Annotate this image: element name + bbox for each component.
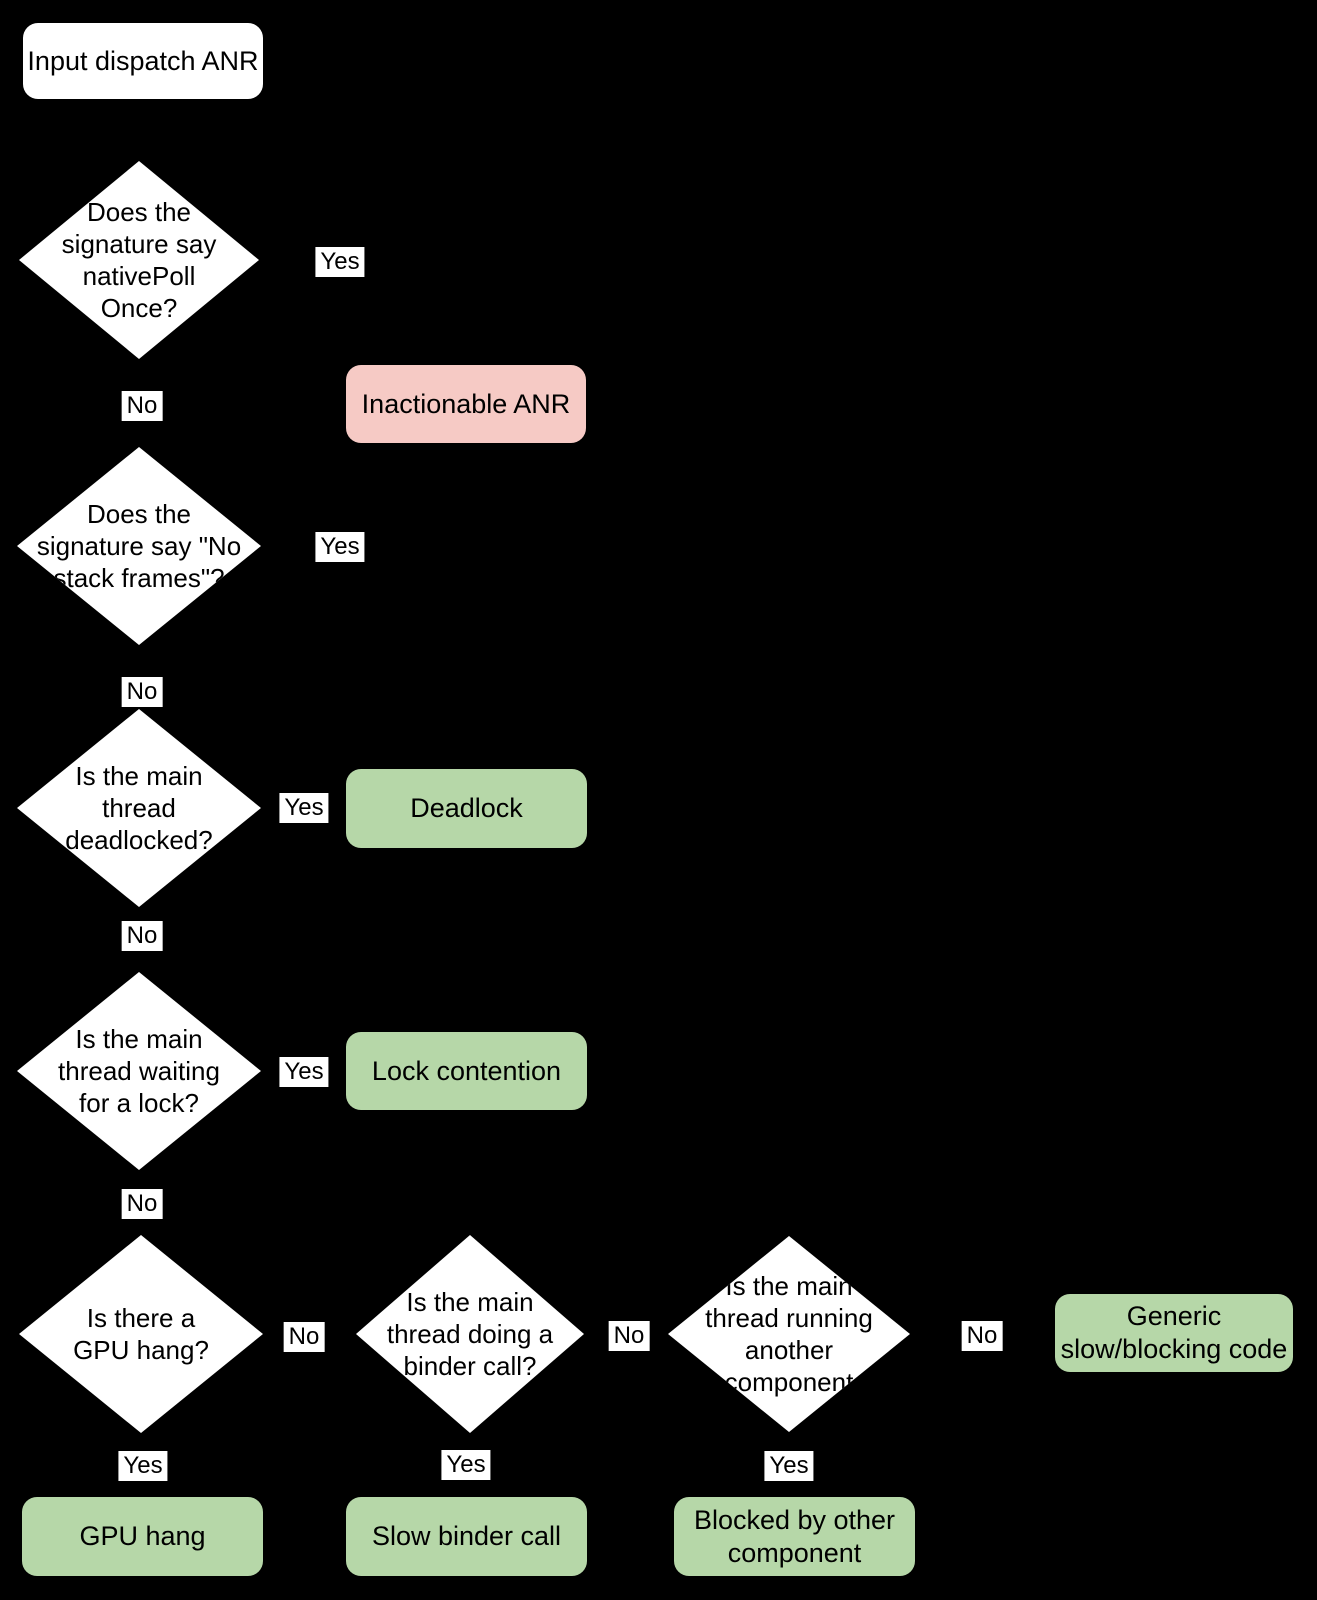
decision-main-thread-deadlocked: Is the main thread deadlocked? <box>17 709 261 907</box>
decision-main-thread-waiting-lock-text: Is the main thread waiting for a lock? <box>58 1024 220 1118</box>
outcome-gpu-hang: GPU hang <box>22 1497 263 1576</box>
decision-main-thread-waiting-lock: Is the main thread waiting for a lock? <box>17 972 261 1170</box>
decision-binder-call-text: Is the main thread doing a binder call? <box>386 1287 554 1381</box>
start-node-label: Input dispatch ANR <box>27 45 259 76</box>
outcome-gpu-hang-label: GPU hang <box>79 1521 206 1551</box>
edge-label-no-stack-frames-no: No <box>121 677 163 707</box>
decision-native-poll-once: Does the signature say nativePoll Once? <box>19 161 259 359</box>
edge-label-other-component-yes: Yes <box>764 1451 814 1481</box>
decision-running-other-component-text: Is the main thread running another compo… <box>705 1271 873 1397</box>
edge-label-waiting-lock-no: No <box>121 1189 163 1219</box>
decision-no-stack-frames: Does the signature say "No stack frames"… <box>17 447 261 645</box>
outcome-generic-slow-blocking-code: Generic slow/blocking code <box>1055 1294 1293 1372</box>
edge-label-waiting-lock-yes: Yes <box>279 1057 329 1087</box>
edge-label-binder-call-no: No <box>608 1321 650 1351</box>
edge-label-deadlocked-yes: Yes <box>279 793 329 823</box>
decision-no-stack-frames-text: Does the signature say "No stack frames"… <box>36 499 242 593</box>
outcome-slow-binder-call: Slow binder call <box>346 1497 587 1576</box>
outcome-deadlock: Deadlock <box>346 769 587 848</box>
start-node-input-dispatch-anr: Input dispatch ANR <box>23 23 263 99</box>
edge-label-gpu-hang-no: No <box>283 1322 325 1352</box>
outcome-blocked-by-other-component: Blocked by other component <box>674 1497 915 1576</box>
edge-label-gpu-hang-yes: Yes <box>118 1451 168 1481</box>
outcome-slow-binder-call-label: Slow binder call <box>371 1521 562 1551</box>
decision-main-thread-deadlocked-text: Is the main thread deadlocked? <box>65 761 213 855</box>
edge-label-other-component-no: No <box>961 1321 1003 1351</box>
outcome-deadlock-label: Deadlock <box>410 793 523 823</box>
decision-binder-call: Is the main thread doing a binder call? <box>356 1235 584 1433</box>
edge-label-native-poll-no: No <box>121 391 163 421</box>
decision-gpu-hang-text: Is there a GPU hang? <box>73 1303 209 1365</box>
outcome-lock-contention: Lock contention <box>346 1032 587 1110</box>
outcome-inactionable-anr-label: Inactionable ANR <box>361 388 571 419</box>
decision-running-other-component: Is the main thread running another compo… <box>668 1236 910 1432</box>
outcome-blocked-by-other-component-label: Blocked by other component <box>693 1504 896 1568</box>
edge-label-native-poll-yes: Yes <box>315 247 365 277</box>
edge-label-deadlocked-no: No <box>121 921 163 951</box>
decision-native-poll-once-text: Does the signature say nativePoll Once? <box>61 197 217 323</box>
edge-label-no-stack-frames-yes: Yes <box>315 532 365 562</box>
outcome-inactionable-anr: Inactionable ANR <box>346 365 586 443</box>
edge-label-binder-call-yes: Yes <box>441 1450 491 1480</box>
decision-gpu-hang: Is there a GPU hang? <box>19 1235 263 1433</box>
outcome-lock-contention-label: Lock contention <box>371 1055 562 1086</box>
outcome-generic-slow-blocking-code-label: Generic slow/blocking code <box>1060 1301 1288 1364</box>
